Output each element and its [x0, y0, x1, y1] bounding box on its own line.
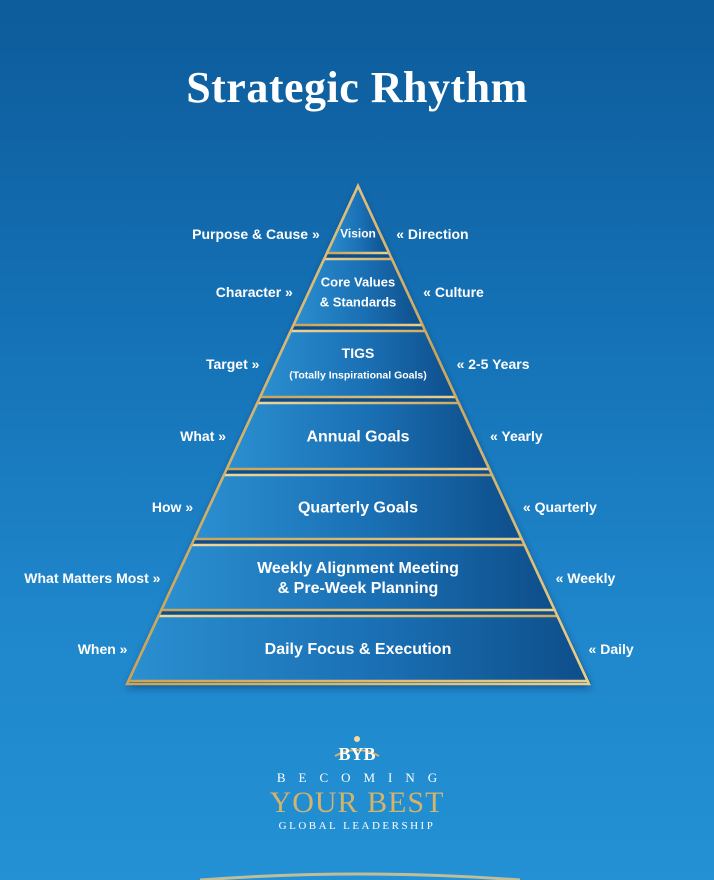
page-title: Strategic Rhythm — [186, 63, 528, 112]
tier-6-left-label: What Matters Most » — [24, 569, 161, 586]
tier-1-right-label: « Direction — [396, 226, 469, 242]
pyramid-tier-6 — [159, 543, 557, 612]
bottom-gold-arc — [199, 872, 521, 880]
tier-4-line-1: Annual Goals — [306, 429, 409, 446]
tier-4-left-label: What » — [180, 428, 227, 444]
tier-2-line-1: Core Values — [321, 275, 395, 290]
tier-2-left-label: Character » — [215, 284, 293, 300]
pyramid-tier-3 — [258, 329, 458, 399]
tier-1-line-1: Vision — [340, 227, 376, 241]
tier-2-right-label: « Culture — [423, 284, 484, 300]
byb-logo: BYB BECOMING YOUR BEST GLOBAL LEADERSHIP — [0, 730, 714, 832]
pyramid-tier-2 — [291, 257, 425, 327]
tier-3-left-label: Target » — [206, 356, 260, 372]
tier-6-line-1: Weekly Alignment Meeting — [257, 560, 459, 577]
tier-3-line-2: (Totally Inspirational Goals) — [289, 370, 427, 382]
tier-5-right-label: « Quarterly — [522, 499, 597, 515]
logo-your-best: YOUR BEST — [269, 786, 445, 819]
logo-becoming: BECOMING — [276, 770, 451, 785]
tier-1-left-label: Purpose & Cause » — [192, 226, 320, 242]
tier-3-right-label: « 2-5 Years — [456, 356, 530, 372]
pyramid-tier-1 — [324, 183, 392, 255]
tier-7-line-1: Daily Focus & Execution — [265, 641, 452, 658]
tier-3-line-1: TIGS — [342, 345, 375, 361]
logo-mark-text: BYB — [338, 744, 375, 764]
tier-7-left-label: When » — [77, 640, 128, 657]
tier-2-line-2: & Standards — [320, 295, 397, 310]
tier-4-right-label: « Yearly — [489, 428, 543, 444]
pyramid-outline — [125, 183, 591, 686]
tier-7-right-label: « Daily — [588, 640, 634, 657]
tier-5-line-1: Quarterly Goals — [298, 500, 418, 517]
logo-global-leadership: GLOBAL LEADERSHIP — [278, 820, 436, 832]
byb-logo-icon: BYB — [334, 736, 380, 764]
tier-5-left-label: How » — [151, 499, 194, 515]
tier-6-right-label: « Weekly — [555, 569, 616, 586]
tier-6-line-2: & Pre-Week Planning — [278, 580, 439, 597]
